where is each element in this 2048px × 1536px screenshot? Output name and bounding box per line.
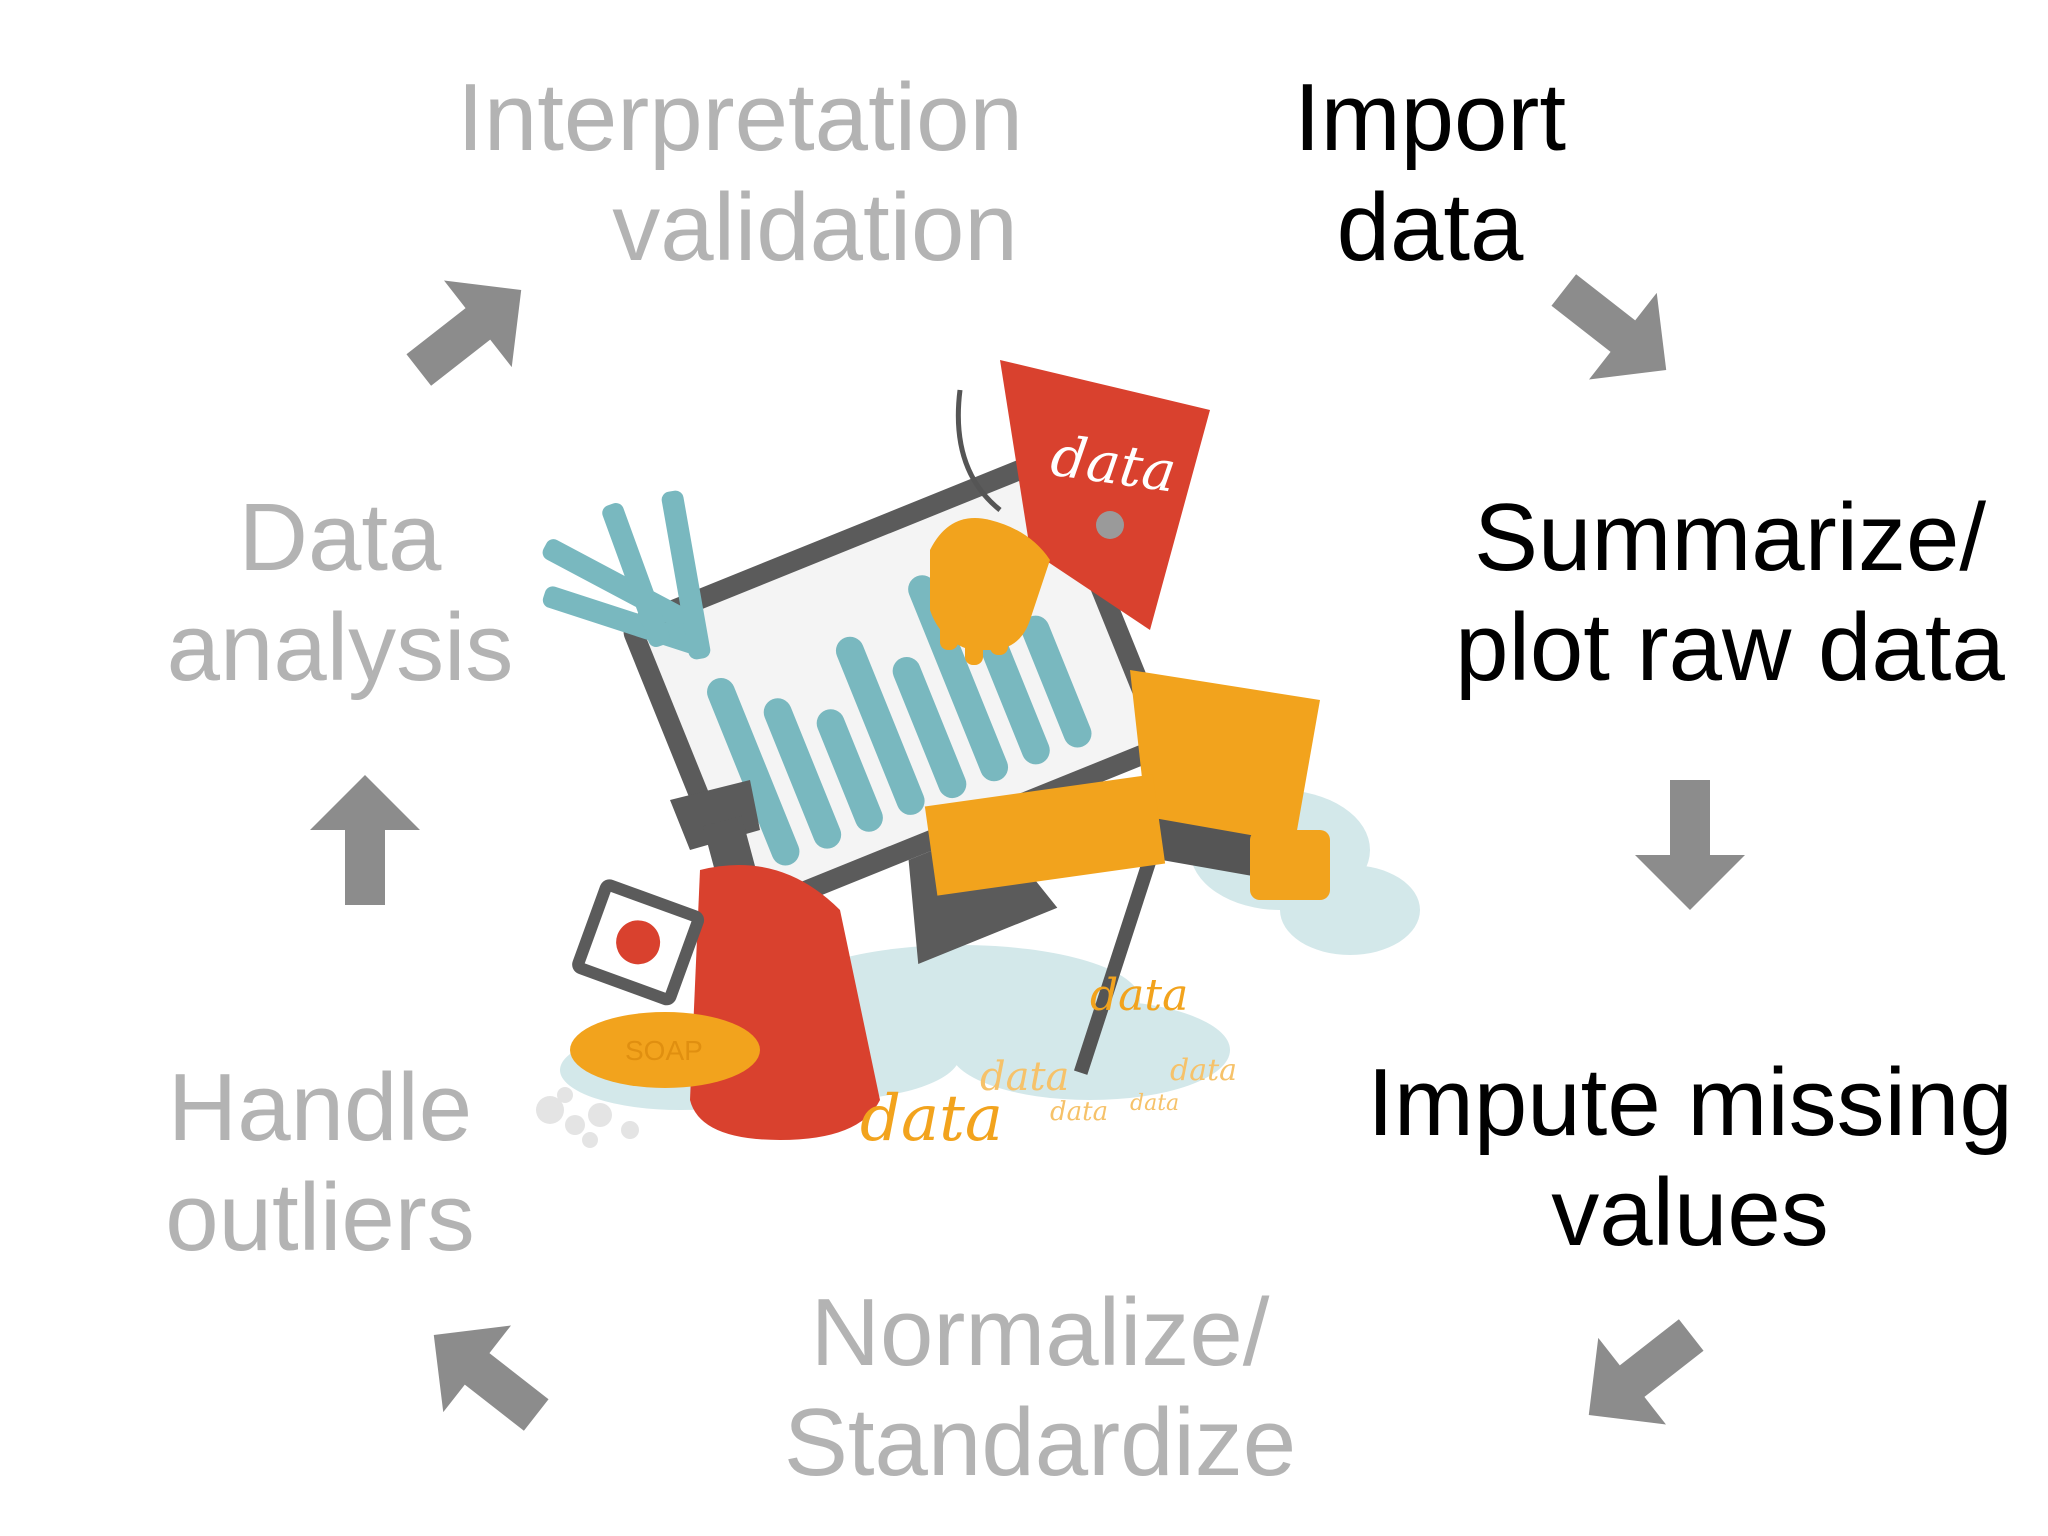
step-normalize-line2: Standardize bbox=[783, 1389, 1297, 1496]
soap-icon: SOAP bbox=[570, 1012, 760, 1088]
step-handle-line1: Handle bbox=[167, 1054, 473, 1161]
step-impute-missing: Impute missing values bbox=[1350, 1055, 2030, 1261]
step-impute-line2: values bbox=[1551, 1159, 1829, 1266]
arrow-impute-to-normalize-icon bbox=[1535, 1270, 1746, 1481]
arrow-normalize-to-handle-icon bbox=[380, 1270, 591, 1481]
gloves-icon bbox=[930, 518, 1050, 665]
scribble-data-6: data bbox=[1130, 1091, 1179, 1116]
step-impute-line1: Impute missing bbox=[1367, 1049, 2013, 1156]
data-bucket-icon: data bbox=[955, 360, 1210, 630]
data-cleaning-illustration: data bbox=[530, 350, 1490, 1180]
step-summarize-plot: Summarize/ plot raw data bbox=[1420, 490, 2040, 696]
step-analysis-line1: Data bbox=[238, 484, 442, 591]
arrow-analysis-to-interpretation-icon bbox=[365, 225, 576, 436]
bar-chart-icon bbox=[707, 575, 1092, 866]
step-import-line2: data bbox=[1336, 174, 1524, 281]
broom-icon bbox=[924, 670, 1330, 1075]
scribble-data-1: data bbox=[860, 1082, 1003, 1156]
step-import-data: Import data bbox=[1260, 70, 1600, 276]
step-interpretation-line1: Interpretation bbox=[457, 64, 1023, 171]
soap-label: SOAP bbox=[625, 1035, 703, 1066]
tablet-icon bbox=[572, 879, 705, 1006]
step-import-line1: Import bbox=[1293, 64, 1567, 171]
scribble-data-5: data bbox=[1050, 1097, 1108, 1127]
arrow-summarize-to-impute-icon bbox=[1615, 770, 1765, 920]
scribble-data-4: data bbox=[1170, 1053, 1237, 1088]
step-handle-line2: outliers bbox=[165, 1164, 475, 1271]
step-interpretation-line2: validation bbox=[612, 174, 1018, 281]
scribble-data-2: data bbox=[1090, 970, 1188, 1021]
foam-bubbles-icon bbox=[536, 1087, 639, 1148]
scribble-data-3: data bbox=[980, 1054, 1069, 1100]
step-data-analysis: Data analysis bbox=[160, 490, 520, 696]
step-interpretation-validation: Interpretation validation bbox=[420, 70, 1060, 276]
step-normalize-line1: Normalize/ bbox=[810, 1279, 1270, 1386]
step-summarize-line1: Summarize/ bbox=[1473, 484, 1987, 591]
step-summarize-line2: plot raw data bbox=[1455, 594, 2005, 701]
clothespin-icon bbox=[542, 490, 711, 660]
step-analysis-line2: analysis bbox=[166, 594, 514, 701]
arrow-handle-to-analysis-icon bbox=[290, 765, 440, 915]
step-normalize-standardize: Normalize/ Standardize bbox=[780, 1285, 1300, 1491]
arrow-import-to-summarize-icon bbox=[1510, 225, 1721, 436]
step-handle-outliers: Handle outliers bbox=[150, 1060, 490, 1266]
